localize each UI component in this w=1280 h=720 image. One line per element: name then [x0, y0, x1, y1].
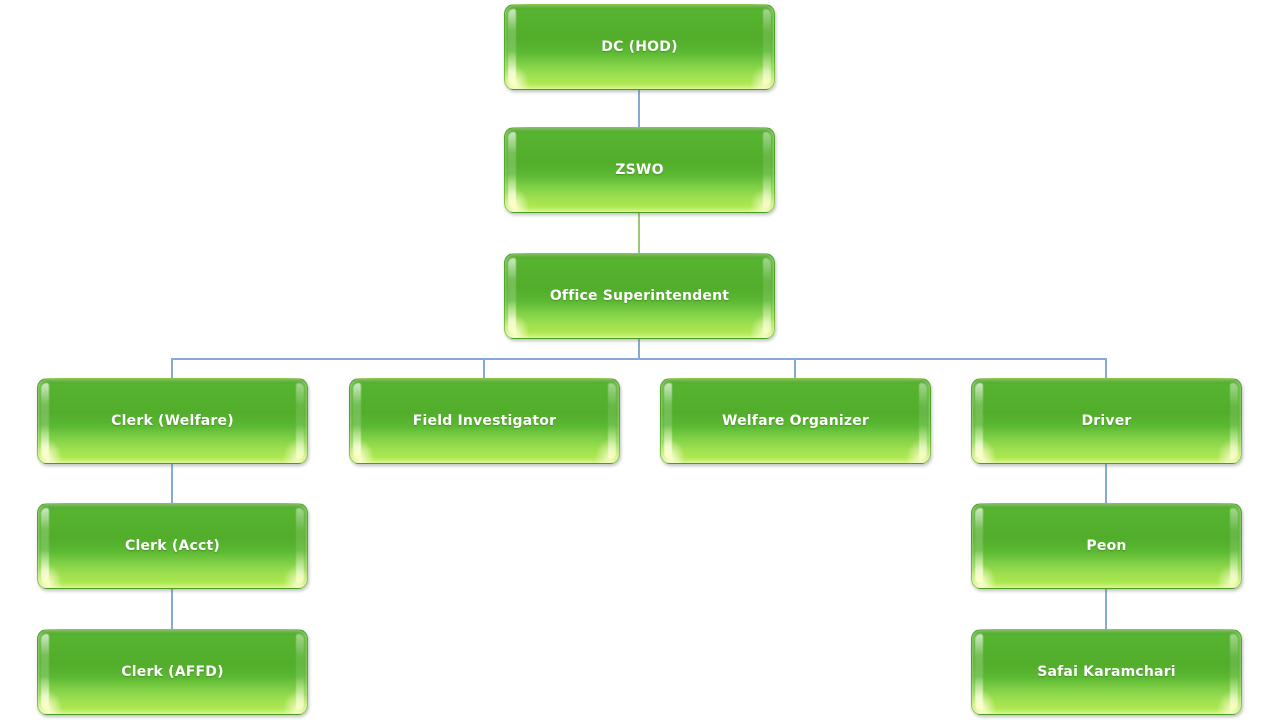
connector-peon-to-safai-karamchari: [1105, 589, 1107, 629]
connector-clerk-acct-to-clerk-affd: [171, 589, 173, 629]
org-node-label: Clerk (AFFD): [121, 663, 224, 680]
connector-children-bus: [171, 358, 1107, 360]
connector-zswo-to-office-superintendent: [638, 213, 640, 253]
connector-drop-field-investigator: [483, 358, 485, 378]
org-node-welfare-organizer[interactable]: Welfare Organizer: [660, 378, 931, 464]
connector-driver-to-peon: [1105, 464, 1107, 503]
org-node-label: Clerk (Welfare): [111, 412, 234, 429]
org-node-label: Office Superintendent: [549, 287, 730, 304]
org-node-clerk-welfare[interactable]: Clerk (Welfare): [37, 378, 308, 464]
org-node-label: Safai Karamchari: [1037, 663, 1176, 680]
connector-office-superintendent-drop: [638, 339, 640, 359]
org-node-clerk-affd[interactable]: Clerk (AFFD): [37, 629, 308, 715]
org-node-label: ZSWO: [615, 161, 664, 178]
org-node-driver[interactable]: Driver: [971, 378, 1242, 464]
org-node-label: Welfare Organizer: [721, 412, 870, 429]
org-node-label: Field Investigator: [412, 412, 557, 429]
connector-drop-driver: [1105, 358, 1107, 378]
connector-dc-hod-to-zswo: [638, 90, 640, 127]
org-node-label: Clerk (Acct): [125, 537, 220, 554]
org-node-dc-hod[interactable]: DC (HOD): [504, 4, 775, 90]
org-node-safai-karamchari[interactable]: Safai Karamchari: [971, 629, 1242, 715]
connector-drop-clerk-welfare: [171, 358, 173, 378]
connector-drop-welfare-organizer: [794, 358, 796, 378]
org-node-peon[interactable]: Peon: [971, 503, 1242, 589]
org-node-label: DC (HOD): [601, 38, 678, 55]
connector-clerk-welfare-to-clerk-acct: [171, 464, 173, 503]
org-node-clerk-acct[interactable]: Clerk (Acct): [37, 503, 308, 589]
org-node-field-investigator[interactable]: Field Investigator: [349, 378, 620, 464]
org-node-label: Peon: [1086, 537, 1127, 554]
org-node-zswo[interactable]: ZSWO: [504, 127, 775, 213]
org-node-label: Driver: [1081, 412, 1132, 429]
org-node-office-superintendent[interactable]: Office Superintendent: [504, 253, 775, 339]
